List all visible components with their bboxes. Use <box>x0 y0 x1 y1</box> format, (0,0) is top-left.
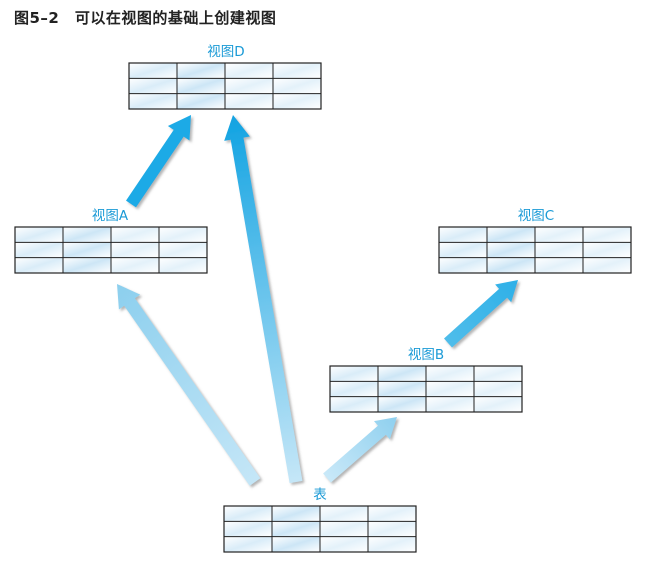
grid-cell <box>273 78 321 94</box>
grid-cell <box>487 257 535 273</box>
grid-cell <box>224 536 272 552</box>
grid-cell <box>273 93 321 109</box>
grid-cell <box>426 381 474 397</box>
grid-cell <box>159 242 207 258</box>
grid-cell <box>320 506 368 522</box>
grid-cell <box>439 227 487 243</box>
grid-cell <box>583 242 631 258</box>
grid-cell <box>177 63 225 79</box>
grid-cell <box>378 381 426 397</box>
grid-cell <box>225 63 273 79</box>
arrow-view-a-to-view-d <box>126 115 191 208</box>
arrow-table-to-view-b <box>323 417 397 483</box>
grid-cell <box>320 521 368 537</box>
grid-cell <box>426 366 474 382</box>
grid-cell <box>368 521 416 537</box>
grid-cell <box>330 381 378 397</box>
arrow-table-to-view-a <box>117 284 261 486</box>
grid-cell <box>63 257 111 273</box>
view-c-table-grid <box>438 226 632 274</box>
grid-cell <box>159 257 207 273</box>
grid-cell <box>439 242 487 258</box>
grid-cell <box>474 381 522 397</box>
grid-cell <box>129 78 177 94</box>
grid-cell <box>535 242 583 258</box>
table-grid-border <box>223 505 417 553</box>
grid-cell <box>224 506 272 522</box>
arrow-view-b-to-view-c <box>444 280 518 348</box>
grid-cell <box>272 506 320 522</box>
grid-cell <box>111 242 159 258</box>
view-b-grid-border <box>329 365 523 413</box>
grid-cell <box>63 242 111 258</box>
arrows-layer <box>117 115 518 486</box>
grid-cell <box>63 227 111 243</box>
grid-cell <box>159 227 207 243</box>
arrow-table-to-view-d <box>224 115 303 484</box>
grid-cell <box>487 242 535 258</box>
tables-layer <box>14 62 632 553</box>
grid-cell <box>320 536 368 552</box>
grid-cell <box>15 257 63 273</box>
grid-cell <box>129 63 177 79</box>
grid-cell <box>177 93 225 109</box>
grid-cell <box>272 536 320 552</box>
grid-cell <box>426 396 474 412</box>
table-table-grid <box>223 505 417 553</box>
view-d-table-grid <box>128 62 322 110</box>
grid-cell <box>368 506 416 522</box>
grid-cell <box>111 227 159 243</box>
grid-cell <box>378 366 426 382</box>
view-d-label: 视图D <box>207 44 245 60</box>
view-b-label: 视图B <box>407 347 445 363</box>
grid-cell <box>225 93 273 109</box>
view-c-label: 视图C <box>517 208 555 224</box>
grid-cell <box>378 396 426 412</box>
grid-cell <box>225 78 273 94</box>
grid-cell <box>224 521 272 537</box>
grid-cell <box>177 78 225 94</box>
grid-cell <box>535 257 583 273</box>
view-c-grid-border <box>438 226 632 274</box>
grid-cell <box>330 396 378 412</box>
grid-cell <box>583 227 631 243</box>
grid-cell <box>583 257 631 273</box>
grid-cell <box>272 521 320 537</box>
grid-cell <box>330 366 378 382</box>
grid-cell <box>15 227 63 243</box>
view-a-label: 视图A <box>91 208 129 224</box>
view-b-table-grid <box>329 365 523 413</box>
grid-cell <box>273 63 321 79</box>
view-a-table-grid <box>14 226 208 274</box>
figure-title: 图5–2 可以在视图的基础上创建视图 <box>14 9 277 27</box>
grid-cell <box>474 366 522 382</box>
view-a-grid-border <box>14 226 208 274</box>
view-d-grid-border <box>128 62 322 110</box>
grid-cell <box>535 227 583 243</box>
grid-cell <box>487 227 535 243</box>
grid-cell <box>368 536 416 552</box>
grid-cell <box>129 93 177 109</box>
grid-cell <box>15 242 63 258</box>
grid-cell <box>439 257 487 273</box>
grid-cell <box>111 257 159 273</box>
table-label: 表 <box>313 487 327 503</box>
grid-cell <box>474 396 522 412</box>
